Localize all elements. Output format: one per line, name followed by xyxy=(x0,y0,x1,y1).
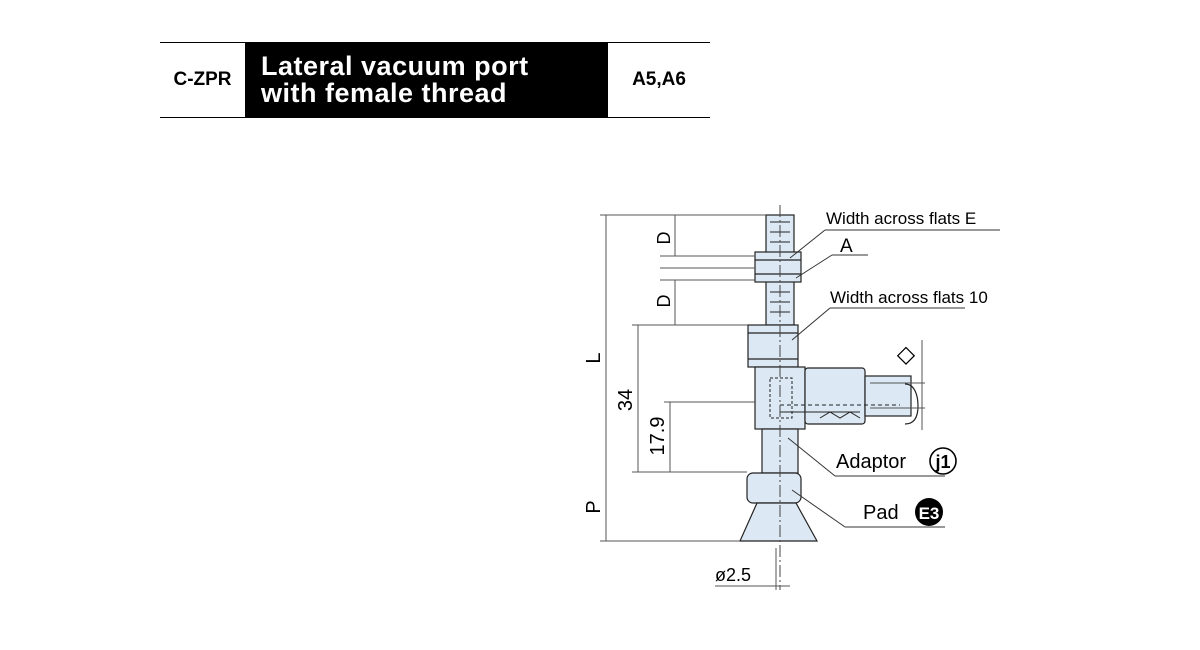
dimension-l: L xyxy=(583,352,605,363)
label-width-across-flats-10: Width across flats 10 xyxy=(830,288,988,307)
title-header: C-ZPR Lateral vacuum port with female th… xyxy=(160,42,710,118)
pad-cone xyxy=(739,502,819,542)
size-codes: A5,A6 xyxy=(632,69,686,90)
label-width-across-flats-e: Width across flats E xyxy=(826,209,976,228)
adaptor-code-badge: j1 xyxy=(929,447,957,475)
title-line-1: Lateral vacuum port xyxy=(261,51,529,81)
label-a: A xyxy=(840,236,853,257)
dimension-diameter: ø2.5 xyxy=(715,565,751,585)
hex-body-10 xyxy=(747,324,799,368)
label-pad: Pad xyxy=(863,502,899,524)
model-code: C-ZPR xyxy=(173,69,232,90)
dimension-p: P xyxy=(583,500,605,513)
hex-nut-e xyxy=(754,251,802,283)
dimension-17-9: 17.9 xyxy=(647,417,669,456)
product-title: Lateral vacuum port with female thread xyxy=(245,43,608,117)
pad-code: E3 xyxy=(919,504,940,523)
pad-code-badge: E3 xyxy=(915,498,943,526)
dimension-d-top: D xyxy=(654,232,674,245)
port-fitting xyxy=(864,375,912,417)
label-adaptor: Adaptor xyxy=(836,451,906,473)
pad-holder xyxy=(746,472,802,504)
dimension-d-bottom: D xyxy=(654,295,674,308)
title-line-2: with female thread xyxy=(261,78,508,108)
adaptor-code: j1 xyxy=(934,452,950,472)
diamond-symbol: ◇ xyxy=(897,341,916,368)
dimension-34: 34 xyxy=(615,389,637,411)
